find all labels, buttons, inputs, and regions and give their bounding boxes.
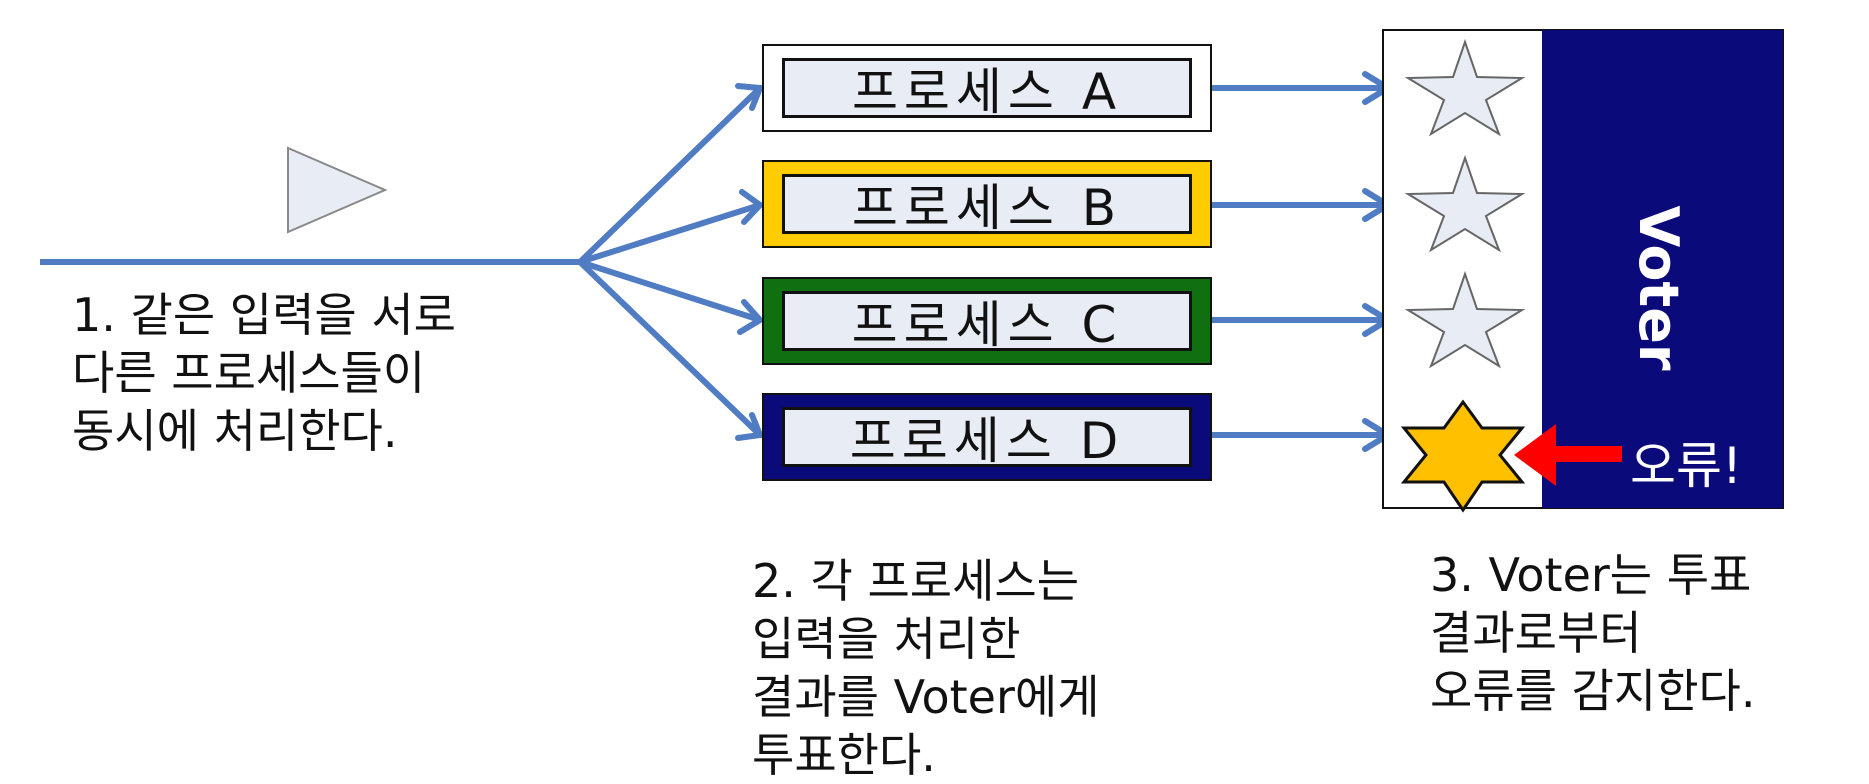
process-box-c: 프로세스 C	[762, 277, 1212, 365]
fan-out-lines	[577, 83, 765, 441]
vote-star-icon	[1404, 270, 1526, 369]
voter-label: Voter	[1627, 205, 1690, 371]
process-label-a: 프로세스 A	[782, 58, 1192, 121]
process-label-d: 프로세스 D	[782, 407, 1192, 470]
process-box-d: 프로세스 D	[762, 393, 1212, 481]
step3-caption: 3. Voter는 투표 결과로부터 오류를 감지한다.	[1430, 548, 1756, 718]
error-label: 오류!	[1630, 437, 1743, 495]
step1-caption: 1. 같은 입력을 서로 다른 프로세스들이 동시에 처리한다.	[72, 288, 456, 458]
voter-panel	[1542, 30, 1783, 508]
vote-star-icon	[1404, 154, 1526, 253]
step2-caption: 2. 각 프로세스는 입력을 처리한 결과를 Voter에게 투표한다.	[752, 554, 1100, 782]
vote-arrows	[1209, 71, 1394, 452]
process-box-a: 프로세스 A	[762, 44, 1212, 132]
vote-star-icon	[1404, 38, 1526, 137]
process-label-b: 프로세스 B	[782, 174, 1192, 237]
process-box-b: 프로세스 B	[762, 160, 1212, 248]
error-arrow	[1514, 424, 1622, 486]
diagram-canvas	[40, 29, 1784, 513]
process-label-c: 프로세스 C	[782, 291, 1192, 354]
input-triangle-icon	[287, 146, 388, 234]
error-star-icon	[1400, 399, 1526, 513]
